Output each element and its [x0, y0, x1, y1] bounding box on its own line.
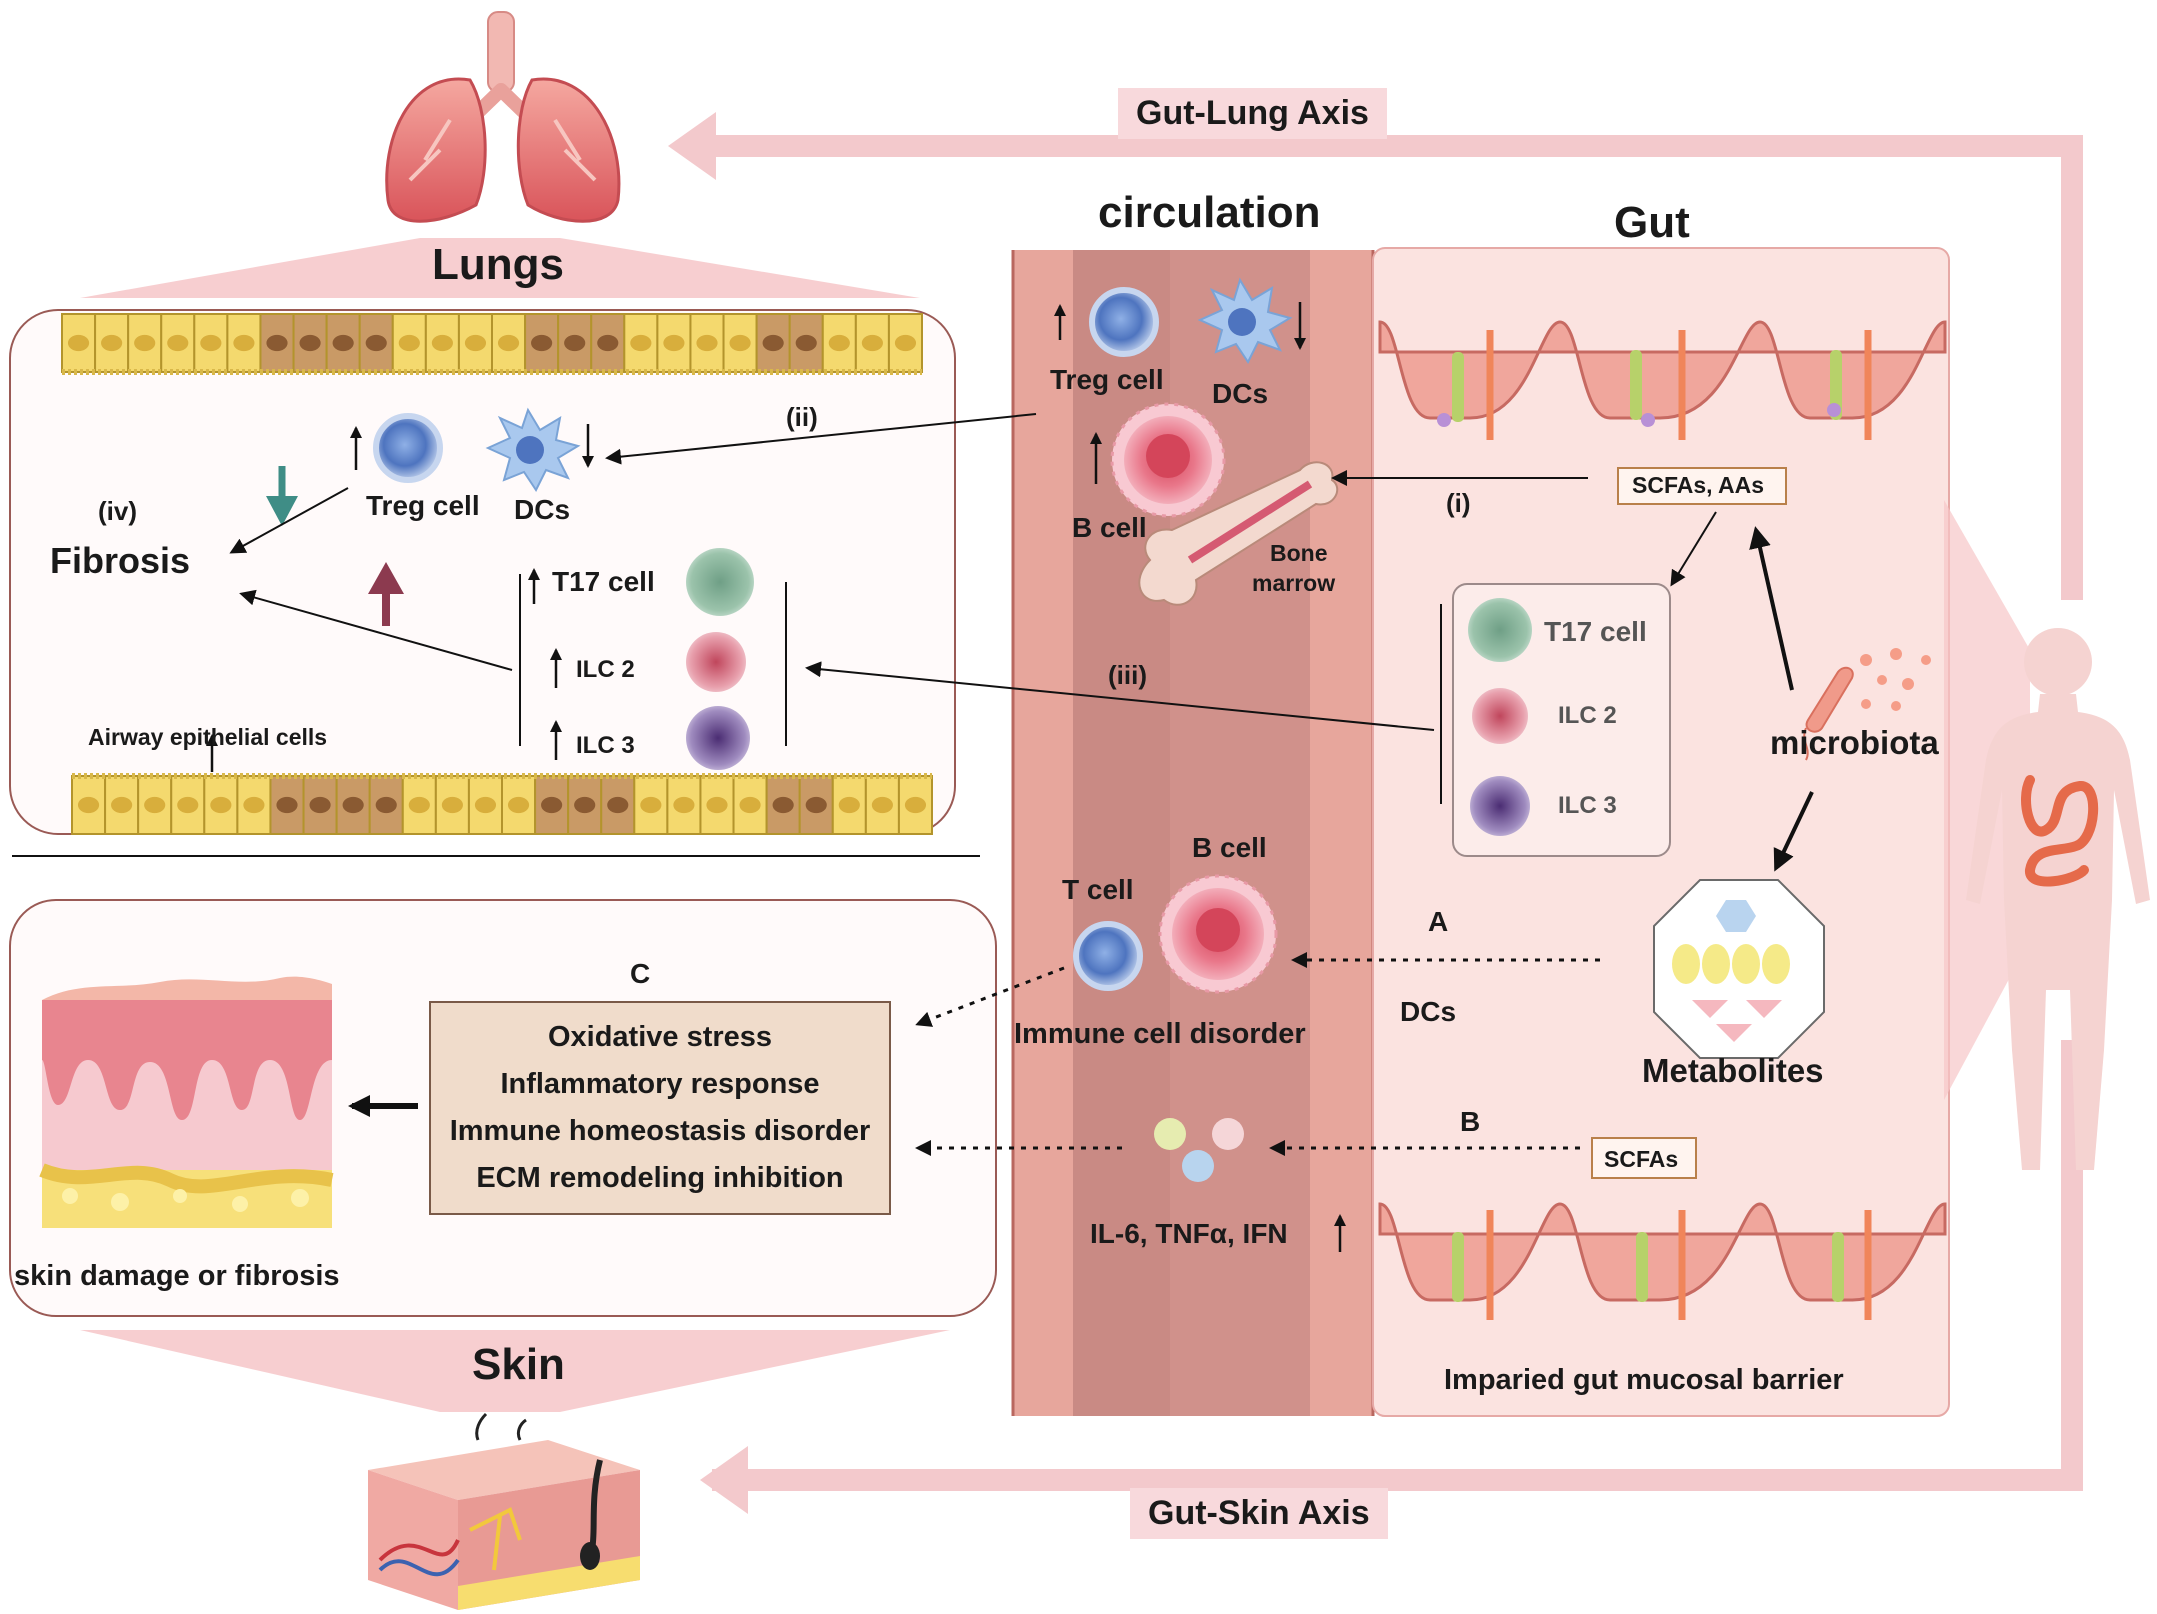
metabolites-label: Metabolites: [1642, 1052, 1824, 1089]
gut-skin-axis-arrow: [700, 1040, 2083, 1514]
effect-oxidative-stress: Oxidative stress: [547, 1021, 773, 1053]
skin-heading: Skin: [472, 1340, 565, 1389]
effect-inflammatory-response: Inflammatory response: [500, 1068, 820, 1100]
circ-bcell-top-icon: [1110, 402, 1226, 518]
skin-outcome-label: skin damage or fibrosis: [14, 1260, 340, 1292]
lungs-funnel: [80, 238, 920, 298]
lung-ilc3-label: ILC 3: [576, 732, 635, 759]
pathway-a-label: A: [1428, 906, 1449, 937]
gut-ilc2-icon: [1472, 688, 1528, 744]
pathway-ii-label: (ii): [786, 402, 818, 432]
gut-ilc2-label: ILC 2: [1558, 702, 1617, 729]
teal-down-arrow: [266, 466, 298, 526]
lungs-icon: [385, 11, 621, 223]
microbiota-icon: [1803, 648, 1931, 761]
pathway-iii-arrow: [805, 661, 1435, 731]
lung-dcs-label: DCs: [514, 494, 571, 525]
gut-ilc3-icon: [1470, 776, 1530, 836]
human-body-icon: [1966, 628, 2150, 1170]
gut-heading: Gut: [1614, 198, 1690, 247]
airway-epithelial-label: Airway epithelial cells: [88, 724, 328, 750]
gut-t17-label: T17 cell: [1544, 616, 1647, 647]
maroon-up-arrow: [368, 562, 404, 626]
bone-marrow-icon: [1138, 461, 1339, 606]
circ-bcell-top-label: B cell: [1072, 512, 1147, 543]
lung-treg-cell-icon: [373, 413, 443, 483]
skin-funnel: [80, 1330, 950, 1412]
microbiota-label: microbiota: [1770, 724, 1939, 761]
treg-to-fibrosis-arrow: [229, 487, 349, 554]
lung-ilc2-icon: [686, 632, 746, 692]
microbiota-to-metabolites-arrow: [1773, 791, 1814, 872]
gut-ilc3-label: ILC 3: [1558, 792, 1617, 819]
lung-ilc3-icon: [686, 706, 750, 770]
effect-immune-homeostasis: Immune homeostasis disorder: [449, 1115, 871, 1147]
circulation-heading: circulation: [1098, 188, 1321, 237]
lung-treg-label: Treg cell: [366, 490, 480, 521]
pathway-c-label: C: [630, 958, 651, 989]
skin-block-icon: [368, 1412, 640, 1610]
airway-epithelium-bottom: [71, 773, 934, 835]
effects-list: Oxidative stress Inflammatory response I…: [430, 1014, 890, 1202]
scfas-label: SCFAs: [1604, 1146, 1679, 1172]
lung-t17-cell-icon: [686, 548, 754, 616]
circ-bcell-bottom-icon: [1158, 874, 1278, 994]
gut-villi-top: [1378, 320, 1947, 440]
effects-box: [429, 1001, 891, 1215]
microbiota-to-scfas-arrow: [1749, 526, 1794, 691]
ilc-to-fibrosis-arrow: [239, 589, 513, 671]
bone-marrow-label-2: marrow: [1252, 570, 1336, 596]
scfas-box: [1591, 1137, 1697, 1179]
effect-ecm-remodeling: ECM remodeling inhibition: [476, 1162, 844, 1194]
lung-indicator-arrows: [206, 424, 594, 772]
scfas-aas-label: SCFAs, AAs: [1632, 472, 1765, 498]
pathway-iv-label: (iv): [98, 496, 137, 526]
gut-villi-bottom: [1378, 1202, 1947, 1320]
lung-ilc2-label: ILC 2: [576, 656, 635, 683]
gut-dcs-label: DCs: [1400, 996, 1457, 1027]
lung-dc-icon: [485, 407, 581, 492]
scfas-to-ilc-arrow: [1670, 511, 1717, 587]
circ-dc-icon: [1197, 277, 1293, 364]
cytokine-dots-icon: [1154, 1118, 1244, 1182]
gut-lung-axis-label: Gut-Lung Axis: [1118, 88, 1387, 139]
metabolites-icon: [1653, 879, 1825, 1059]
cytokines-label: IL-6, TNFα, IFN: [1090, 1218, 1288, 1249]
pathway-b-label: B: [1460, 1106, 1481, 1137]
pathway-i-label: (i): [1446, 488, 1471, 518]
gut-skin-axis-label: Gut-Skin Axis: [1130, 1488, 1388, 1539]
gut-t17-cell-icon: [1468, 598, 1532, 662]
circ-tcell-icon: [1073, 921, 1143, 991]
skin-cross-section-icon: [39, 976, 334, 1228]
bone-marrow-label-1: Bone: [1270, 540, 1328, 566]
circ-treg-cell-icon: [1089, 287, 1159, 357]
scfas-aas-box: [1617, 467, 1787, 505]
circ-tcell-label: T cell: [1062, 874, 1134, 905]
immune-disorder-label: Immune cell disorder: [1014, 1018, 1306, 1050]
circ-treg-label: Treg cell: [1050, 364, 1164, 395]
fibrosis-label: Fibrosis: [50, 540, 191, 581]
gut-barrier-label: Imparied gut mucosal barrier: [1444, 1364, 1844, 1396]
airway-epithelium-top: [61, 313, 924, 375]
lung-t17-label: T17 cell: [552, 566, 655, 597]
pathway-iii-label: (iii): [1108, 660, 1147, 690]
circ-dcs-label: DCs: [1212, 378, 1269, 409]
gut-lung-axis-arrow: [668, 112, 2083, 600]
lungs-heading: Lungs: [432, 240, 564, 289]
blood-vessel: [1011, 250, 1375, 1416]
pathway-ii-arrow: [605, 413, 1037, 465]
circ-bcell-bottom-label: B cell: [1192, 832, 1267, 863]
tcell-to-effects-arrow: [915, 966, 1065, 1027]
